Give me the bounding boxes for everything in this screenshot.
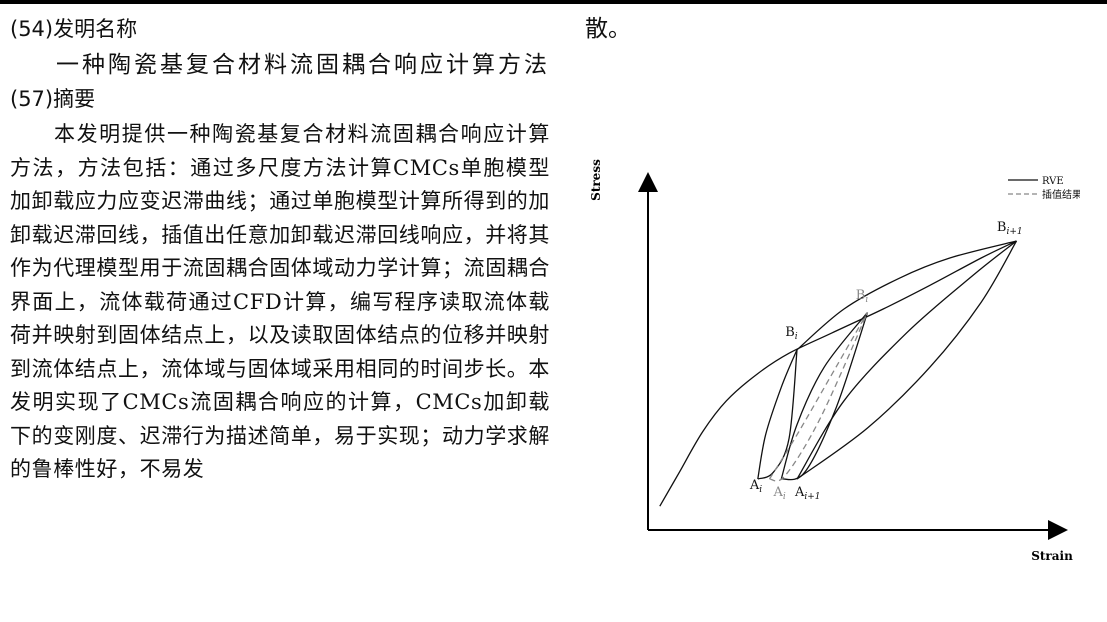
point-label-5: Bi+1 [997,220,1023,237]
abstract-heading: (57)摘要 [10,87,96,111]
y-axis-label: Stress [589,159,603,201]
point-label-2: Ai+1 [794,485,821,502]
point-label-4: Bi [856,288,869,305]
x-axis-label: Strain [1031,549,1073,563]
point-label-0: Ai [749,478,762,495]
invention-title: 一种陶瓷基复合材料流固耦合响应计算方法 [56,52,550,78]
header-rule [0,0,1107,4]
rve-curve-3 [780,311,869,480]
rve-curve-4 [781,312,869,481]
rve-curve-5 [796,240,1017,351]
legend-label-0: RVE [1042,176,1064,187]
rve-curve-2 [757,349,798,480]
rve-curve-7 [796,240,1018,480]
interpolated-curve-8 [768,312,869,480]
rve-curve-0 [659,240,1017,507]
point-label-3: Bi [785,325,798,342]
abstract-text: 本发明提供一种陶瓷基复合材料流固耦合响应计算方法，方法包括：通过多尺度方法计算C… [10,122,550,481]
left-column: (54)发明名称 一种陶瓷基复合材料流固耦合响应计算方法 (57)摘要 本发明提… [10,14,550,487]
rve-curve-1 [757,349,798,480]
legend-label-1: 插值结果 [1042,188,1080,201]
title-heading: (54)发明名称 [10,17,138,41]
point-label-1: Ai [772,485,785,502]
continuation-text: 散。 [585,16,631,42]
rve-curve-6 [796,240,1017,480]
